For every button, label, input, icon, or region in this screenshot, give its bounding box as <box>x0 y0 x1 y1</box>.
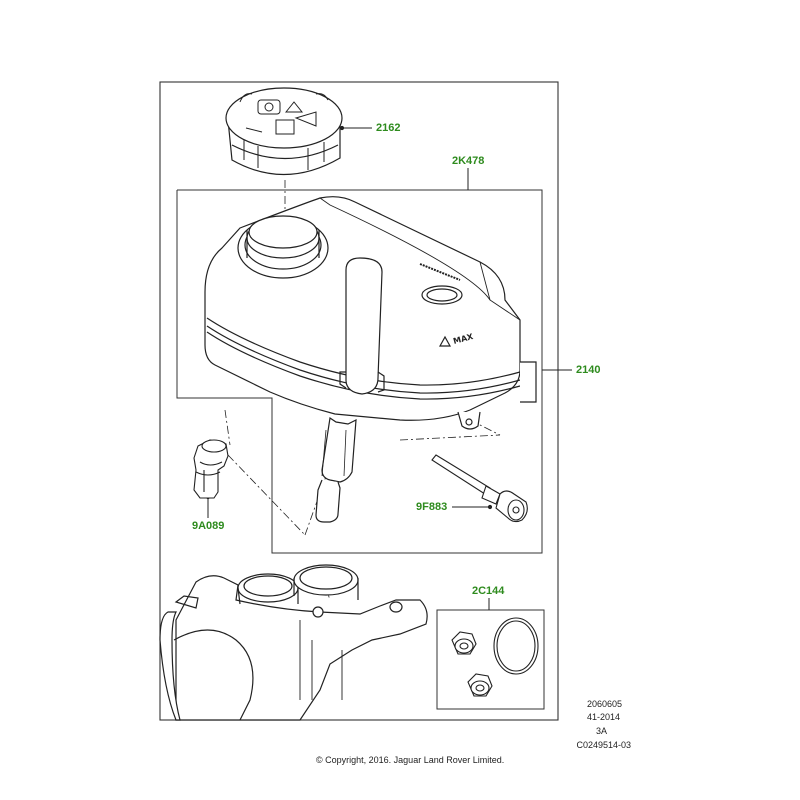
callout-2162: 2162 <box>376 122 401 134</box>
master-cylinder-drawing <box>159 564 428 721</box>
callout-9f883: 9F883 <box>416 501 448 513</box>
callout-9a089: 9A089 <box>192 520 225 532</box>
plug-drawing <box>193 439 229 499</box>
reference-line-2: 41-2014 <box>586 712 620 722</box>
copyright-notice: © Copyright, 2016. Jaguar Land Rover Lim… <box>316 755 505 765</box>
outer-frame <box>159 81 559 721</box>
bolt-drawing <box>431 454 528 523</box>
reservoir-subframe <box>176 189 543 554</box>
callout-2140: 2140 <box>576 364 601 376</box>
repair-kit-frame <box>436 609 545 710</box>
reservoir-cap-drawing <box>225 87 343 176</box>
reference-line-4: C0249514-03 <box>576 740 631 750</box>
reservoir-drawing: MAX <box>204 196 537 523</box>
reference-line-3: 3A <box>595 726 607 736</box>
reference-line-1: 2060605 <box>586 699 622 709</box>
repair-kit-drawing <box>451 617 539 697</box>
callout-2c144: 2C144 <box>472 585 505 597</box>
callout-2k478: 2K478 <box>452 155 485 167</box>
